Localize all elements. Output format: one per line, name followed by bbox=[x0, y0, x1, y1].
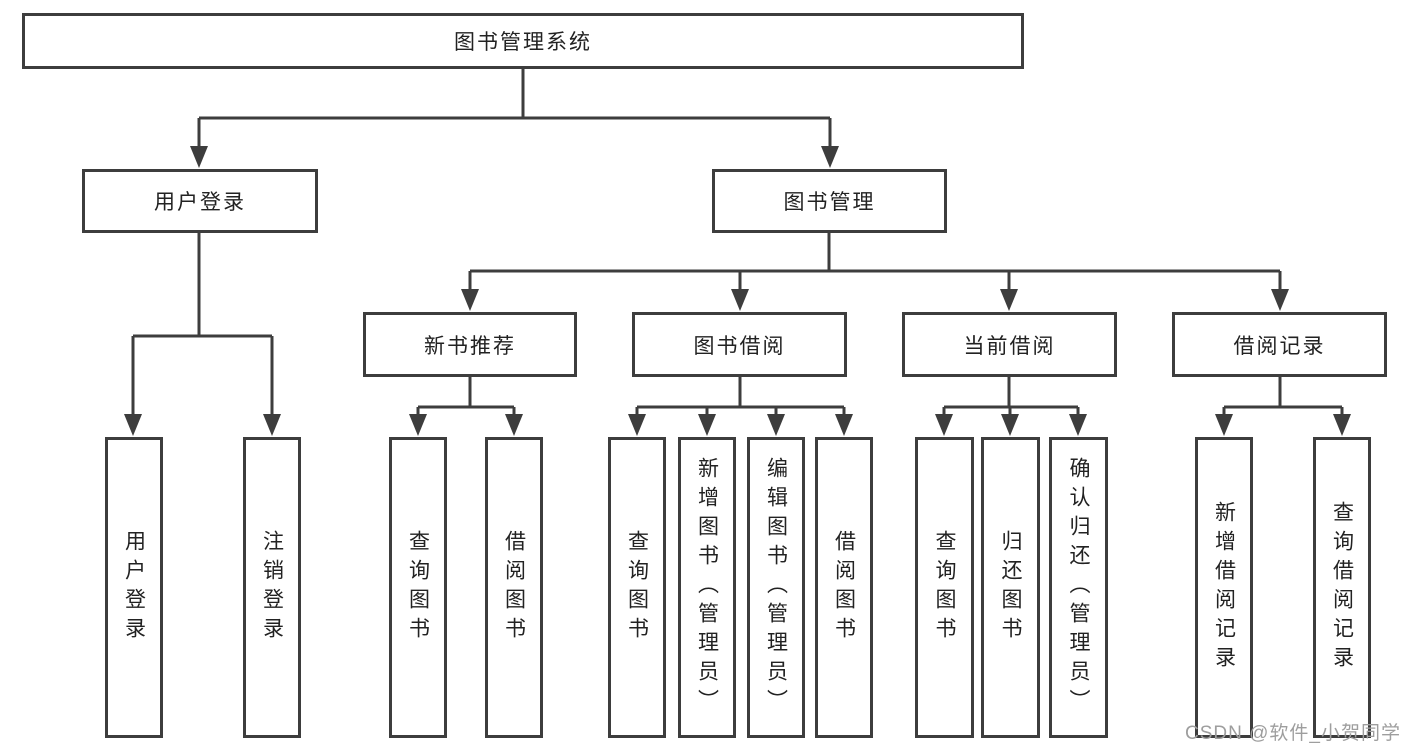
leaf-newbook-query-books-label: 查询图书 bbox=[406, 529, 430, 646]
leaf-borrow-borrow-books: 借阅图书 bbox=[815, 437, 873, 738]
leaf-borrow-edit-books-admin-label: 编辑图书（管理员） bbox=[764, 457, 788, 718]
node-current-borrow: 当前借阅 bbox=[902, 312, 1117, 377]
leaf-borrow-query-books-label: 查询图书 bbox=[625, 529, 649, 646]
node-user-login-label: 用户登录 bbox=[154, 191, 246, 214]
node-current-borrow-label: 当前借阅 bbox=[963, 334, 1056, 358]
node-borrow-records: 借阅记录 bbox=[1172, 312, 1387, 377]
node-user-login: 用户登录 bbox=[82, 169, 318, 233]
leaf-borrow-add-books-admin: 新增图书（管理员） bbox=[678, 437, 736, 738]
node-new-book-recommend-label: 新书推荐 bbox=[424, 334, 516, 358]
node-book-borrow-label: 图书借阅 bbox=[693, 334, 786, 358]
node-root-system: 图书管理系统 bbox=[22, 13, 1024, 69]
leaf-borrow-add-books-admin-label: 新增图书（管理员） bbox=[695, 457, 719, 718]
watermark: CSDN @软件_小贺同学 bbox=[1185, 723, 1401, 744]
leaf-newbook-query-books: 查询图书 bbox=[389, 437, 447, 738]
leaf-current-confirm-return-admin-label: 确认归还（管理员） bbox=[1067, 457, 1090, 718]
leaf-user-login-label: 用户登录 bbox=[122, 529, 146, 646]
node-new-book-recommend: 新书推荐 bbox=[363, 312, 577, 377]
leaf-records-query-record: 查询借阅记录 bbox=[1313, 437, 1371, 738]
leaf-borrow-query-books: 查询图书 bbox=[608, 437, 666, 738]
leaf-logout: 注销登录 bbox=[243, 437, 301, 738]
leaf-user-login: 用户登录 bbox=[105, 437, 163, 738]
node-book-management-label: 图书管理 bbox=[783, 191, 876, 214]
leaf-records-add-record-label: 新增借阅记录 bbox=[1212, 500, 1236, 675]
node-root-label: 图书管理系统 bbox=[454, 31, 592, 54]
leaf-current-query-books: 查询图书 bbox=[915, 437, 974, 738]
leaf-current-return-books: 归还图书 bbox=[981, 437, 1040, 738]
leaf-logout-label: 注销登录 bbox=[260, 529, 284, 646]
node-book-borrow: 图书借阅 bbox=[632, 312, 847, 377]
node-book-management: 图书管理 bbox=[712, 169, 947, 233]
leaf-borrow-edit-books-admin: 编辑图书（管理员） bbox=[747, 437, 805, 738]
leaf-current-query-books-label: 查询图书 bbox=[933, 529, 956, 646]
leaf-newbook-borrow-books-label: 借阅图书 bbox=[502, 529, 526, 646]
leaf-borrow-borrow-books-label: 借阅图书 bbox=[832, 529, 856, 646]
leaf-records-query-record-label: 查询借阅记录 bbox=[1330, 500, 1354, 675]
leaf-current-confirm-return-admin: 确认归还（管理员） bbox=[1049, 437, 1108, 738]
node-borrow-records-label: 借阅记录 bbox=[1233, 334, 1326, 358]
leaf-newbook-borrow-books: 借阅图书 bbox=[485, 437, 543, 738]
leaf-current-return-books-label: 归还图书 bbox=[999, 529, 1022, 646]
leaf-records-add-record: 新增借阅记录 bbox=[1195, 437, 1253, 738]
